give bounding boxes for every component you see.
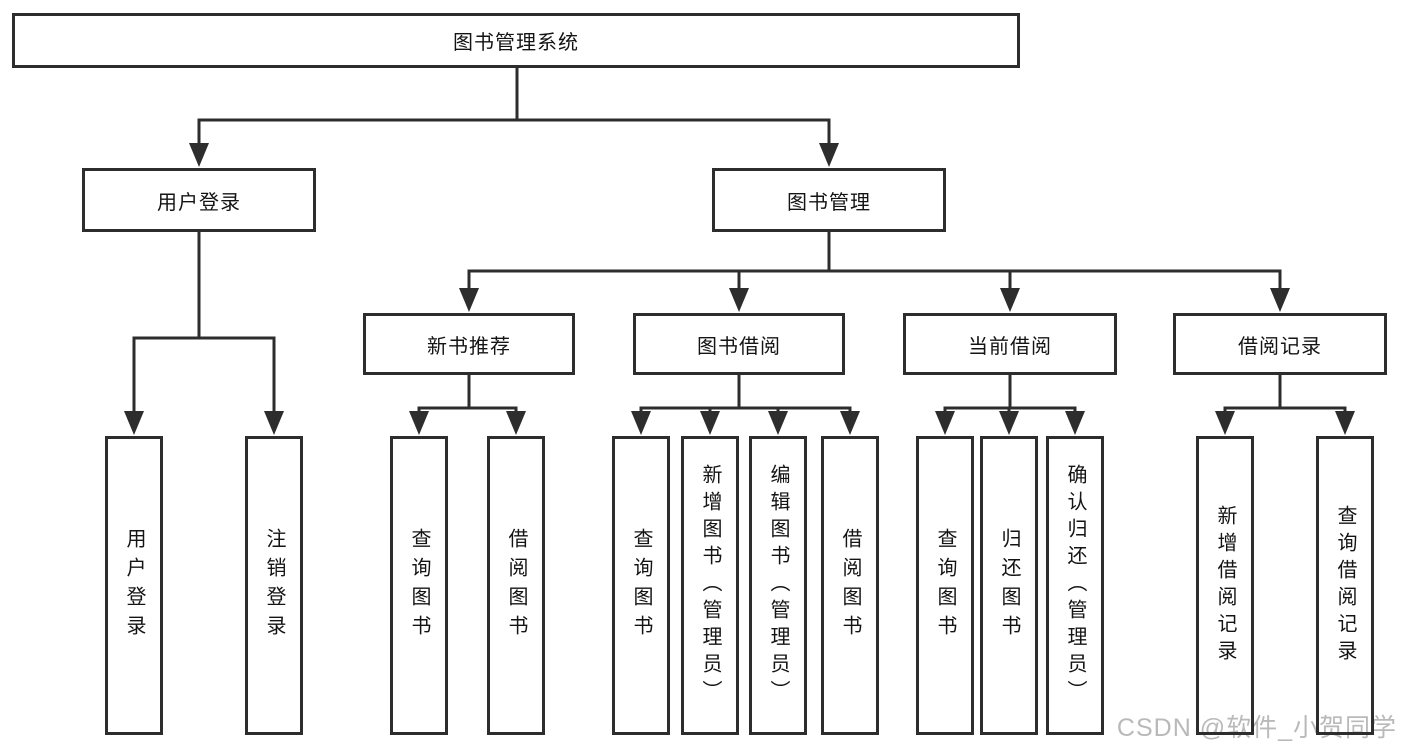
leaf-query-borrow-record-label: 查询借阅记录 [1334,504,1356,667]
node-current-borrow: 当前借阅 [903,313,1117,375]
leaf-query-borrow-record: 查询借阅记录 [1316,436,1374,735]
leaf-borrow-books-recommend: 借阅图书 [487,436,545,735]
arrowheads [124,143,1355,435]
node-borrow-records-label: 借阅记录 [1238,335,1322,358]
node-new-book-recommend-label: 新书推荐 [427,335,511,358]
leaf-logout-label: 注销登录 [263,527,285,644]
leaf-borrow-books: 借阅图书 [821,436,879,735]
leaf-confirm-return-admin-label: 确认归还（管理员） [1064,464,1086,707]
leaf-confirm-return-admin: 确认归还（管理员） [1046,436,1104,735]
leaf-edit-books-admin-label: 编辑图书（管理员） [767,464,789,707]
node-new-book-recommend: 新书推荐 [363,313,575,375]
leaf-return-books: 归还图书 [980,436,1038,735]
node-book-management: 图书管理 [712,168,946,232]
leaf-return-books-label: 归还图书 [998,527,1020,644]
node-user-login-label: 用户登录 [157,191,241,214]
node-book-management-label: 图书管理 [787,191,871,214]
node-book-borrow: 图书借阅 [633,313,845,375]
node-book-borrow-label: 图书借阅 [697,335,781,358]
csdn-watermark: CSDN @软件_小贺同学 [1116,714,1397,742]
node-library-system: 图书管理系统 [12,13,1020,68]
leaf-query-books-current-label: 查询图书 [934,527,956,644]
leaf-borrow-books-recommend-label: 借阅图书 [505,527,527,644]
leaf-user-login-label: 用户登录 [123,527,145,644]
node-current-borrow-label: 当前借阅 [968,335,1052,358]
leaf-query-books-recommend: 查询图书 [390,436,448,735]
leaf-edit-books-admin: 编辑图书（管理员） [749,436,807,735]
leaf-user-login: 用户登录 [105,436,163,735]
leaf-add-borrow-record-label: 新增借阅记录 [1214,504,1236,667]
leaf-query-books-recommend-label: 查询图书 [408,527,430,644]
leaf-query-books-borrow-label: 查询图书 [630,527,652,644]
leaf-query-books-borrow: 查询图书 [612,436,670,735]
leaf-add-borrow-record: 新增借阅记录 [1196,436,1254,735]
node-library-system-label: 图书管理系统 [453,32,579,54]
leaf-add-books-admin-label: 新增图书（管理员） [699,464,721,707]
node-borrow-records: 借阅记录 [1173,313,1387,375]
node-user-login: 用户登录 [82,168,316,232]
leaf-logout: 注销登录 [245,436,303,735]
leaf-borrow-books-label: 借阅图书 [839,527,861,644]
leaf-query-books-current: 查询图书 [916,436,974,735]
leaf-add-books-admin: 新增图书（管理员） [681,436,739,735]
